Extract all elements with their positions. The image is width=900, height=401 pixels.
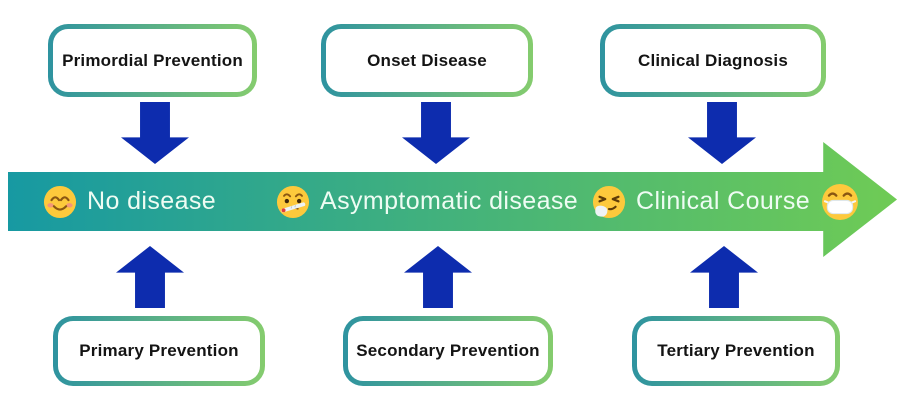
sneezing-face-emoji bbox=[592, 185, 626, 218]
stage-asymptomatic-disease: Asymptomatic disease bbox=[276, 172, 578, 231]
box-primary-prevention-inner: Primary Prevention bbox=[58, 321, 260, 381]
box-label-secondary-prevention: Secondary Prevention bbox=[356, 341, 540, 360]
stage-clinical-course: Clinical Course bbox=[592, 172, 810, 231]
box-label-onset-disease: Onset Disease bbox=[367, 50, 487, 70]
down-arrow-diagnosis bbox=[688, 102, 756, 164]
up-arrow-primary bbox=[116, 246, 184, 308]
box-primordial-prevention: Primordial Prevention bbox=[48, 24, 257, 97]
face-with-thermometer-emoji bbox=[276, 185, 310, 218]
box-tertiary-prevention-inner: Tertiary Prevention bbox=[637, 321, 835, 381]
box-label-tertiary-prevention: Tertiary Prevention bbox=[657, 341, 815, 360]
stage-label-clinical-course: Clinical Course bbox=[636, 187, 811, 215]
box-label-primordial-prevention: Primordial Prevention bbox=[62, 50, 243, 70]
face-with-medical-mask-emoji bbox=[822, 183, 858, 220]
down-arrow-primordial bbox=[121, 102, 189, 164]
stage-label-no-disease: No disease bbox=[87, 187, 217, 215]
box-label-clinical-diagnosis: Clinical Diagnosis bbox=[637, 50, 789, 70]
box-secondary-prevention: Secondary Prevention bbox=[343, 316, 553, 386]
stage-end-mask bbox=[821, 172, 859, 231]
box-clinical-diagnosis-inner: Clinical Diagnosis bbox=[605, 29, 821, 92]
box-primary-prevention: Primary Prevention bbox=[53, 316, 265, 386]
box-primordial-prevention-inner: Primordial Prevention bbox=[53, 29, 252, 92]
box-label-primary-prevention: Primary Prevention bbox=[79, 341, 239, 360]
box-secondary-prevention-inner: Secondary Prevention bbox=[348, 321, 548, 381]
up-arrow-tertiary bbox=[690, 246, 758, 308]
box-onset-disease: Onset Disease bbox=[321, 24, 533, 97]
box-clinical-diagnosis: Clinical Diagnosis bbox=[600, 24, 826, 97]
smiling-face-emoji bbox=[43, 185, 77, 218]
box-tertiary-prevention: Tertiary Prevention bbox=[632, 316, 840, 386]
box-onset-disease-inner: Onset Disease bbox=[326, 29, 528, 92]
down-arrow-onset bbox=[402, 102, 470, 164]
stage-no-disease: No disease bbox=[43, 172, 216, 231]
up-arrow-secondary bbox=[404, 246, 472, 308]
stage-label-asymptomatic-disease: Asymptomatic disease bbox=[320, 187, 579, 215]
